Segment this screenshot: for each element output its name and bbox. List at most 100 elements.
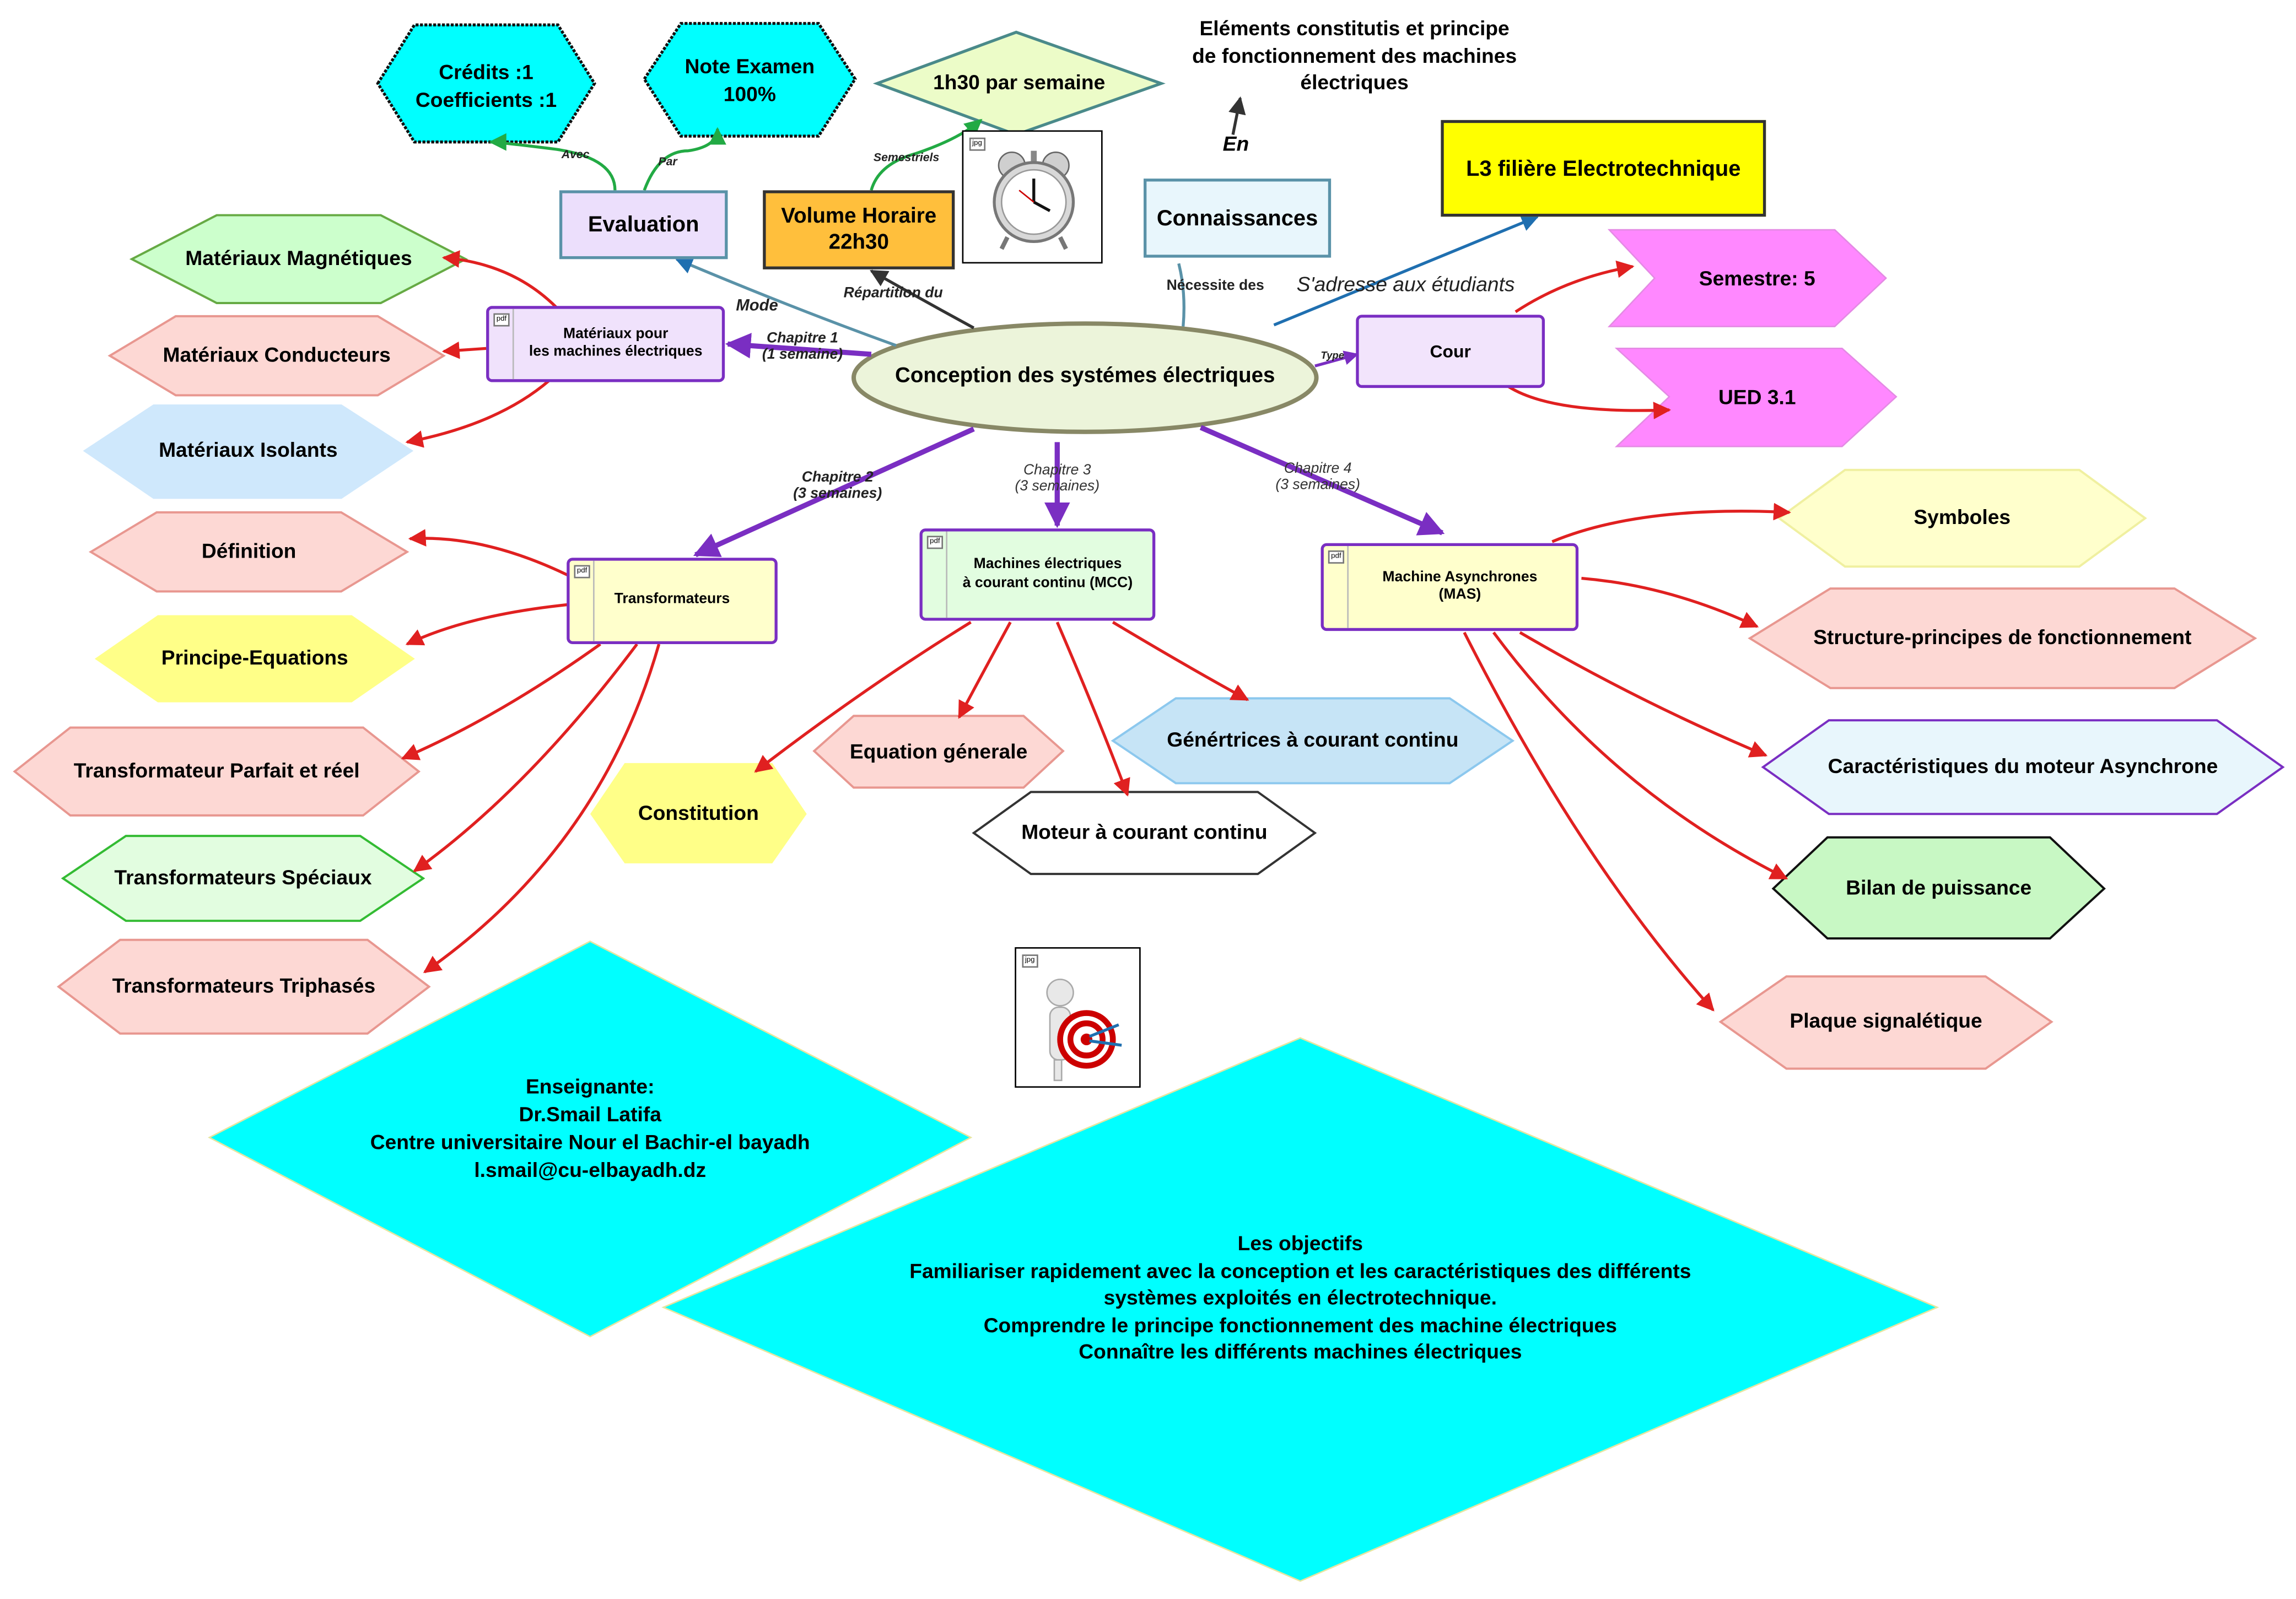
objectifs-line-5: Connaître les différents machines électr… [1079, 1339, 1522, 1363]
target-image-tag: jpg [1022, 954, 1038, 968]
center-title[interactable]: Conception des systémes électriques [895, 364, 1275, 388]
mas-box[interactable]: pdf Machine Asynchrones (MAS) [1321, 543, 1579, 631]
mas-title-1: Machine Asynchrones [1382, 569, 1538, 585]
speciaux-hex [61, 835, 425, 922]
parfait-reel-hex [13, 726, 421, 817]
credits-hex [376, 23, 596, 144]
materiaux-title-1: Matériaux pour [563, 326, 669, 342]
top-line-2: de fonctionnement des machines [1192, 43, 1517, 67]
caracteristiques-label[interactable]: Caractéristiques du moteur Asynchrone [1828, 754, 2218, 777]
mas-strip [1324, 546, 1349, 628]
mat-isolants-hex [83, 404, 414, 499]
generatrices-hex [1111, 697, 1515, 785]
mcc-box[interactable]: pdf Machines électriques à courant conti… [919, 528, 1156, 621]
mat-magnetiques-label[interactable]: Matériaux Magnétiques [185, 246, 412, 269]
objectifs-line-2: Familiariser rapidement avec la concepti… [909, 1258, 1691, 1282]
speciaux-label[interactable]: Transformateurs Spéciaux [114, 865, 372, 889]
pdf-icon: pdf [574, 565, 590, 579]
cour-box[interactable]: Cour [1356, 315, 1545, 388]
chapitre-2-label: Chapitre 2 (3 semaines) [776, 470, 899, 502]
enseignante-line-1: Enseignante: [525, 1074, 655, 1098]
ued-label[interactable]: UED 3.1 [1718, 385, 1796, 409]
hebdo-diamond [872, 30, 1166, 137]
principe-label[interactable]: Principe-Equations [161, 645, 348, 669]
necessite-label: Nécessite des [1166, 278, 1264, 295]
materiaux-box[interactable]: pdf Matériaux pour les machines électriq… [486, 306, 725, 382]
ued-shape [1614, 348, 1898, 447]
chapitre-4-line-2: (3 semaines) [1275, 477, 1361, 494]
materiaux-title-2: les machines électriques [529, 344, 703, 360]
top-line-3: électriques [1300, 70, 1409, 94]
note-examen-hex [642, 21, 857, 138]
note-examen-label: Note Examen 100% [644, 53, 855, 109]
par-label: Par [658, 155, 677, 169]
target-image: jpg [1015, 947, 1141, 1088]
connaissances-box[interactable]: Connaissances [1144, 179, 1332, 258]
generatrices-label[interactable]: Génértrices à courant continu [1167, 727, 1459, 751]
definition-label[interactable]: Définition [201, 538, 297, 563]
hebdo-label: 1h30 par semaine [933, 70, 1106, 94]
top-description: Eléments constitutis et principe de fonc… [1150, 15, 1560, 96]
mode-label: Mode [736, 297, 778, 315]
pdf-icon: pdf [493, 313, 510, 327]
definition-hex [88, 511, 409, 593]
structure-hex [1748, 587, 2257, 689]
pdf-icon: pdf [926, 536, 943, 549]
structure-label[interactable]: Structure-principes de fonctionnement [1813, 625, 2192, 649]
target-person-icon [1046, 979, 1122, 1082]
bilan-hex [1771, 836, 2106, 940]
plaque-hex [1718, 975, 2054, 1070]
top-line-1: Eléments constitutis et principe [1199, 16, 1510, 40]
constitution-label[interactable]: Constitution [638, 801, 759, 824]
transformateurs-strip [570, 560, 595, 641]
mat-conducteurs-label[interactable]: Matériaux Conducteurs [163, 342, 391, 366]
l3-box[interactable]: L3 filière Electrotechnique [1441, 120, 1766, 217]
note-line-2: 100% [723, 82, 776, 106]
type-label: Type [1321, 351, 1345, 362]
objectifs-line-4: Comprendre le principe fonctionnement de… [983, 1312, 1617, 1336]
en-label: En [1222, 132, 1249, 155]
mcc-title-2: à courant continu (MCC) [962, 574, 1133, 591]
volume-horaire-box[interactable]: Volume Horaire 22h30 [763, 190, 955, 269]
avec-label: Avec [561, 148, 590, 161]
enseignante-text: Enseignante: Dr.Smail Latifa Centre univ… [209, 1073, 971, 1185]
plaque-label[interactable]: Plaque signalétique [1790, 1008, 1982, 1033]
clock-image: jpg [962, 130, 1103, 264]
note-line-1: Note Examen [685, 54, 815, 78]
transformateurs-title: Transformateurs [614, 592, 730, 608]
semestre-shape [1607, 229, 1888, 327]
triphases-label[interactable]: Transformateurs Triphasés [112, 973, 376, 997]
equation-hex [812, 715, 1065, 789]
enseignante-line-2: Dr.Smail Latifa [519, 1102, 661, 1126]
parfait-reel-label[interactable]: Transformateur Parfait et réel [73, 758, 360, 782]
transformateurs-box[interactable]: pdf Transformateurs [567, 558, 778, 645]
mas-title-2: (MAS) [1438, 587, 1481, 603]
bilan-label[interactable]: Bilan de puissance [1846, 875, 2032, 899]
principe-hex [94, 615, 415, 703]
evaluation-box[interactable]: Evaluation [559, 190, 728, 260]
semestriels-label: Semestriels [873, 150, 940, 164]
moteur-cc-label[interactable]: Moteur à courant continu [1021, 819, 1268, 844]
chapitre-1-line-2: (1 semaine) [762, 347, 843, 363]
sadresse-label: S'adresse aux étudiants [1296, 272, 1515, 296]
symboles-label[interactable]: Symboles [1914, 505, 2011, 529]
enseignante-line-4: l.smail@cu-elbayadh.dz [474, 1158, 707, 1182]
mat-isolants-label[interactable]: Matériaux Isolants [159, 437, 338, 461]
symboles-hex [1777, 468, 2147, 568]
credits-label: Crédits :1 Coefficients :1 [378, 58, 594, 114]
chapitre-2-line-2: (3 semaines) [793, 486, 882, 503]
center-ellipse [851, 321, 1319, 434]
semestre-label[interactable]: Semestre: 5 [1699, 266, 1815, 290]
alarm-clock-icon [993, 150, 1075, 250]
chapitre-4-label: Chapitre 4 (3 semaines) [1257, 461, 1379, 493]
pdf-icon: pdf [1328, 550, 1344, 564]
chapitre-1-label: Chapitre 1 (1 semaine) [747, 331, 858, 363]
mat-magnetiques-hex [129, 214, 468, 304]
chapitre-4-line-1: Chapitre 4 [1284, 461, 1352, 478]
equation-label[interactable]: Equation génerale [849, 739, 1028, 763]
materiaux-strip [489, 309, 514, 380]
clock-image-tag: jpg [969, 137, 985, 151]
credits-line-2: Coefficients :1 [415, 88, 557, 111]
chapitre-3-line-2: (3 semaines) [1015, 478, 1100, 495]
